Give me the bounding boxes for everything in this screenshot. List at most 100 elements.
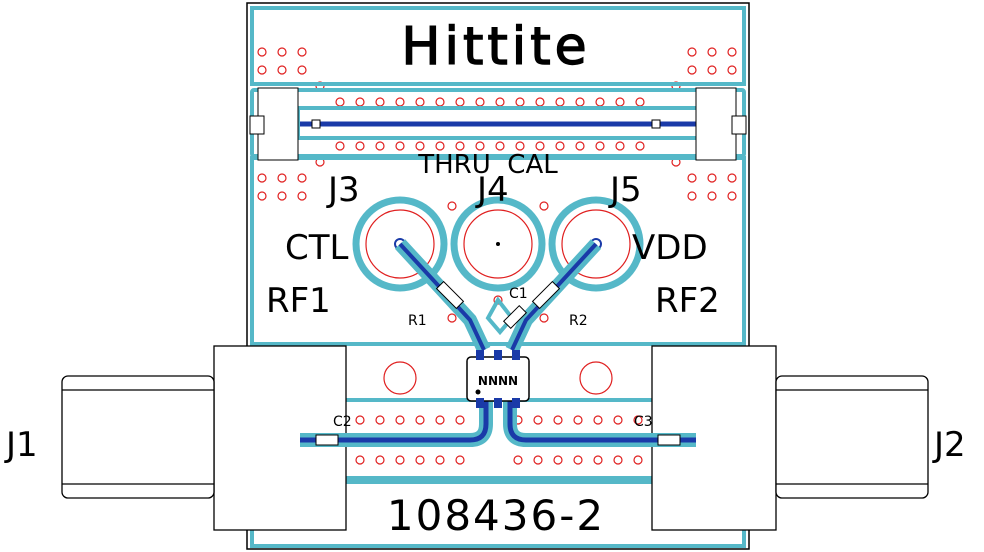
via-hole — [593, 415, 603, 425]
via-hole — [297, 65, 307, 75]
via-hole — [455, 415, 465, 425]
via-hole — [595, 141, 605, 151]
via-hole — [539, 313, 549, 323]
r1-label: R1 — [408, 313, 427, 329]
via-hole — [575, 97, 585, 107]
via-hole — [277, 47, 287, 57]
via-hole — [415, 455, 425, 465]
via-hole — [297, 173, 307, 183]
via-hole — [355, 141, 365, 151]
j5-label: J5 — [608, 170, 642, 210]
chip-footprint — [466, 350, 530, 408]
via-hole — [395, 97, 405, 107]
via-hole — [515, 97, 525, 107]
via-hole — [435, 97, 445, 107]
via-hole — [707, 47, 717, 57]
via-hole — [355, 455, 365, 465]
via-hole — [633, 415, 643, 425]
via-hole — [533, 455, 543, 465]
via-hole — [533, 415, 543, 425]
c3-label: C3 — [634, 414, 653, 430]
vdd-label: VDD — [632, 228, 708, 268]
rf-traces — [300, 390, 696, 447]
via-hole — [555, 141, 565, 151]
via-hole — [355, 97, 365, 107]
mounting-holes — [383, 361, 613, 395]
via-hole — [415, 415, 425, 425]
chip-marking: NNNN — [478, 374, 518, 388]
via-hole — [515, 141, 525, 151]
via-hole — [595, 97, 605, 107]
j2-label: J2 — [932, 425, 966, 465]
dc-connector-rings — [352, 196, 644, 292]
via-hole — [555, 97, 565, 107]
via-hole — [593, 455, 603, 465]
via-hole — [277, 173, 287, 183]
c1-label: C1 — [509, 286, 528, 302]
via-hole — [277, 65, 287, 75]
j3-label: J3 — [326, 170, 360, 210]
via-hole — [727, 47, 737, 57]
via-hole — [257, 173, 267, 183]
thru-cal-line — [296, 106, 700, 140]
via-hole — [727, 173, 737, 183]
via-hole — [687, 47, 697, 57]
via-hole — [375, 97, 385, 107]
rf1-label: RF1 — [266, 281, 331, 321]
via-hole — [633, 455, 643, 465]
via-hole — [375, 455, 385, 465]
via-hole — [475, 97, 485, 107]
via-hole — [539, 201, 549, 211]
via-hole — [355, 415, 365, 425]
via-hole — [375, 415, 385, 425]
via-hole — [727, 191, 737, 201]
via-hole — [435, 455, 445, 465]
thru-cal-label: THRU CAL — [417, 150, 558, 180]
board-outline — [246, 2, 750, 550]
via-hole — [613, 455, 623, 465]
via-hole — [415, 97, 425, 107]
via-hole — [277, 191, 287, 201]
c2-label: C2 — [333, 414, 352, 430]
via-hole — [297, 47, 307, 57]
part-number: 108436-2 — [387, 491, 605, 540]
via-hole — [535, 97, 545, 107]
via-hole — [635, 141, 645, 151]
via-hole — [495, 141, 505, 151]
via-hole — [707, 191, 717, 201]
j4-label: J4 — [475, 170, 509, 210]
via-hole — [435, 415, 445, 425]
via-hole — [553, 455, 563, 465]
via-hole — [455, 97, 465, 107]
via-hole — [615, 141, 625, 151]
bias-traces — [394, 239, 602, 353]
via-hole — [687, 65, 697, 75]
via-hole — [375, 141, 385, 151]
via-hole — [635, 97, 645, 107]
via-hole — [475, 141, 485, 151]
via-hole — [435, 141, 445, 151]
via-hole — [395, 415, 405, 425]
passive-footprints — [435, 280, 561, 330]
hittite-logo: Hittite — [401, 17, 590, 77]
r2-label: R2 — [569, 313, 588, 329]
via-hole — [257, 191, 267, 201]
via-hole — [615, 97, 625, 107]
via-hole — [613, 415, 623, 425]
ctl-label: CTL — [285, 228, 349, 268]
via-hole — [727, 65, 737, 75]
rf2-label: RF2 — [655, 281, 720, 321]
via-hole — [297, 191, 307, 201]
via-hole — [707, 173, 717, 183]
via-hole — [335, 97, 345, 107]
via-hole — [687, 191, 697, 201]
via-hole — [395, 455, 405, 465]
via-hole — [535, 141, 545, 151]
via-hole — [395, 141, 405, 151]
via-hole — [415, 141, 425, 151]
via-hole — [447, 313, 457, 323]
j1-label: J1 — [4, 425, 38, 465]
via-hole — [335, 141, 345, 151]
via-hole — [707, 65, 717, 75]
